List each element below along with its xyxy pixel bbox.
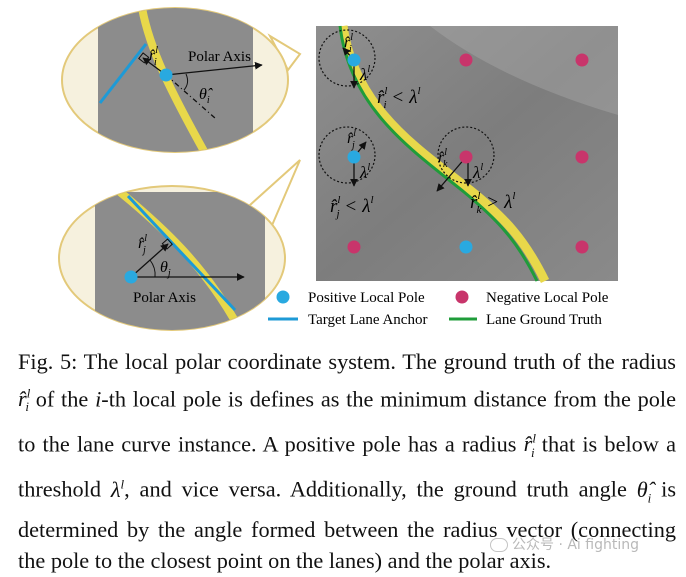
callout-bottom-radius-arrow xyxy=(130,243,169,278)
legend-negative-label: Negative Local Pole xyxy=(486,290,609,306)
positive-pole-i xyxy=(347,53,361,67)
callout-bottom-road xyxy=(95,192,265,330)
callout-top-polar-axis-arrow xyxy=(165,61,263,76)
callout-top-anchor-line xyxy=(98,43,148,104)
pole-j-lambda-label: λl xyxy=(359,162,370,182)
watermark: 公众号 · Ai fighting xyxy=(490,534,639,554)
callout-top-axis-label: Polar Axis xyxy=(188,49,251,65)
pole-k-radius-arrow xyxy=(436,156,467,192)
callout-bottom-anchor-line xyxy=(126,194,237,312)
pole-k-threshold-circle xyxy=(437,126,495,184)
callout-bottom-axis-label: Polar Axis xyxy=(133,290,196,306)
legend-positive-marker xyxy=(276,290,290,304)
callout-bottom-pole xyxy=(124,270,138,284)
callout-top-road xyxy=(98,8,253,152)
negative-pole xyxy=(575,53,589,67)
pole-i-lambda-label: λl xyxy=(359,64,370,84)
road-shoulder xyxy=(316,26,618,115)
legend-positive-label: Positive Local Pole xyxy=(308,290,425,306)
legend-anchor-label: Target Lane Anchor xyxy=(308,312,427,328)
negative-pole xyxy=(575,150,589,164)
wechat-icon xyxy=(490,538,508,552)
legend-negative-marker xyxy=(455,290,469,304)
positive-pole-j xyxy=(347,150,361,164)
callout-bottom-angle-label: θj xyxy=(160,259,171,279)
legend-gt-label: Lane Ground Truth xyxy=(486,312,602,328)
pole-j-threshold-circle xyxy=(318,126,376,184)
pole-k-lambda-label: λl xyxy=(472,162,483,182)
negative-pole-k xyxy=(459,150,473,164)
caption-symbol-theta: θ̂i xyxy=(636,476,652,506)
caption-symbol-r: r̂li xyxy=(523,430,536,460)
lane-marking xyxy=(338,25,550,283)
legend: Positive Local Pole Negative Local Pole … xyxy=(268,290,609,328)
caption-symbol-r: r̂li xyxy=(18,385,31,415)
negative-pole xyxy=(459,53,473,67)
negative-pole xyxy=(347,240,361,254)
positive-pole xyxy=(459,240,473,254)
figure-caption: Fig. 5: The local polar coordinate syste… xyxy=(18,349,677,574)
negative-pole xyxy=(575,240,589,254)
caption-symbol-lambda: λl xyxy=(110,476,125,502)
callout-top-pole xyxy=(159,68,173,82)
callout-top-dashdot-line xyxy=(165,74,216,119)
pole-i-threshold-circle xyxy=(318,29,376,87)
